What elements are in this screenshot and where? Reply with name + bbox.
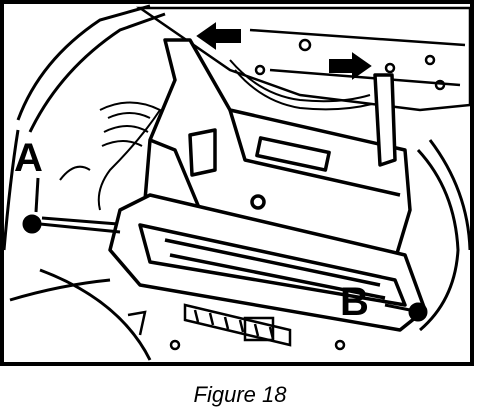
callout-label-a: A	[14, 136, 43, 180]
arrow-left-icon	[196, 22, 241, 50]
arrow-right-icon	[329, 52, 372, 80]
callout-label-b: B	[340, 280, 369, 324]
fasteners	[22, 214, 428, 322]
fastener-b	[408, 302, 428, 322]
front-frame	[108, 193, 427, 332]
leader-a	[34, 177, 40, 213]
leader-b	[384, 303, 411, 312]
rear-bulkhead	[135, 6, 472, 112]
figure-caption: Figure 18	[193, 382, 287, 407]
body-panel-lines	[2, 4, 472, 361]
fastener-a	[22, 214, 42, 234]
wiring-harness	[59, 59, 373, 211]
mounting-bracket	[143, 38, 412, 262]
lower-components	[127, 303, 346, 351]
callout-leaders	[34, 177, 411, 312]
direction-arrows	[196, 22, 372, 80]
